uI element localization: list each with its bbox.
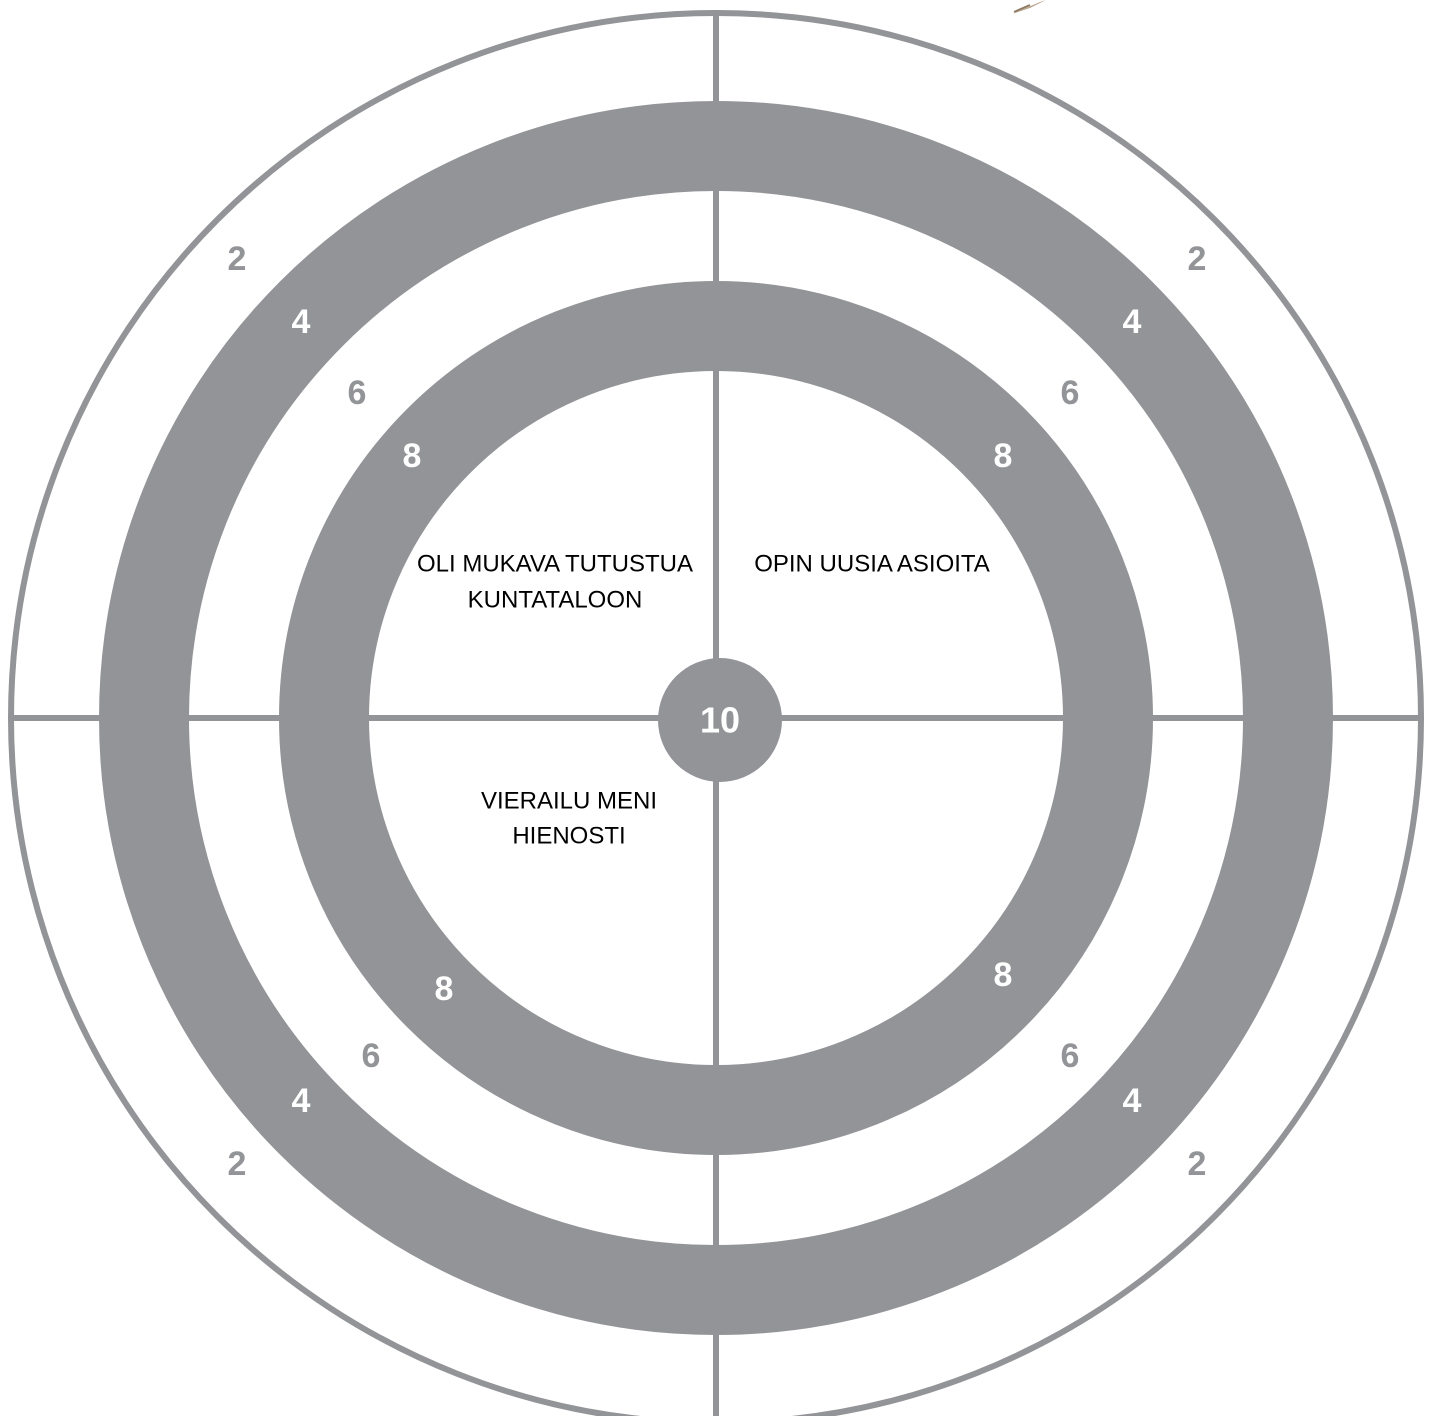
bottom-left-text-line-1: VIERAILU MENI — [481, 788, 657, 815]
score-label-br-8: 8 — [994, 956, 1013, 994]
score-label-tr-4: 4 — [1123, 303, 1142, 341]
top-right-text-line-1: OPIN UUSIA ASIOITA — [754, 551, 990, 578]
score-label-tl-8: 8 — [403, 437, 422, 475]
score-label-br-6: 6 — [1061, 1037, 1080, 1075]
top-left-text-line-2: KUNTATALOON — [468, 587, 643, 614]
score-label-br-4: 4 — [1123, 1082, 1142, 1120]
score-label-tl-2: 2 — [228, 240, 247, 278]
score-label-tl-4: 4 — [292, 303, 311, 341]
score-label-tr-6: 6 — [1061, 374, 1080, 412]
score-label-br-2: 2 — [1188, 1145, 1207, 1183]
pen-icon — [1012, 0, 1046, 14]
score-label-tr-2: 2 — [1188, 240, 1207, 278]
score-label-bl-6: 6 — [362, 1037, 381, 1075]
score-label-tr-8: 8 — [994, 437, 1013, 475]
score-label-tl-6: 6 — [348, 374, 367, 412]
score-label-bl-2: 2 — [228, 1145, 247, 1183]
bottom-left-text-line-2: HIENOSTI — [512, 823, 625, 850]
top-left-text-line-1: OLI MUKAVA TUTUSTUA — [417, 551, 693, 578]
score-label-bl-8: 8 — [435, 970, 454, 1008]
score-label-bl-4: 4 — [292, 1082, 311, 1120]
bullseye-label: 10 — [700, 700, 740, 741]
